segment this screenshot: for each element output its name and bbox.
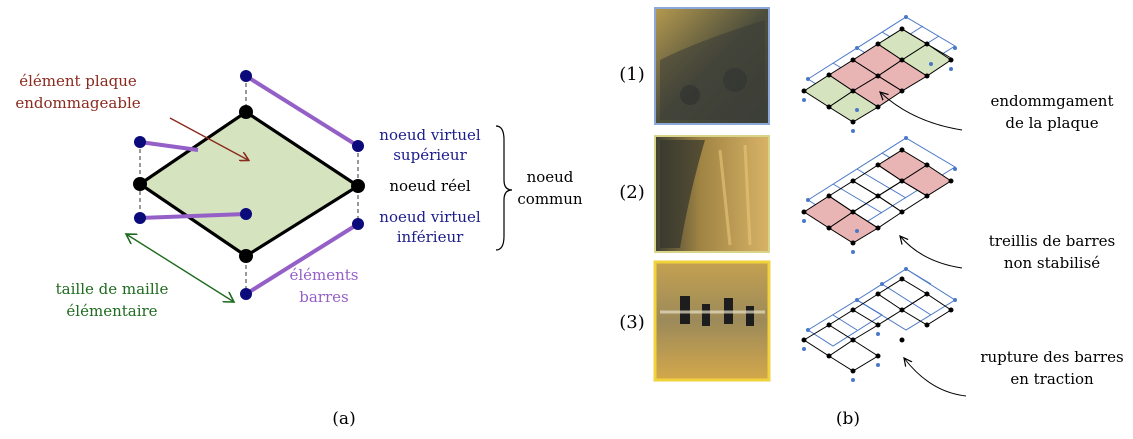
virtual-node — [352, 218, 364, 230]
panel-b-diagram: (1) (2) (3) — [619, 7, 1124, 429]
row-number: (3) — [619, 312, 645, 333]
virtual-bottom-label-line1: noeud virtuel — [379, 208, 481, 226]
specimen-photo-1 — [654, 7, 770, 125]
caption-b: (b) — [836, 409, 860, 429]
damageable-plate-element — [137, 110, 361, 258]
real-node — [351, 179, 365, 193]
mesh-size-label-line2: élémentaire — [66, 302, 157, 320]
mesh-size-arrow — [126, 234, 234, 302]
caption-a: (a) — [332, 409, 355, 429]
grid-row-2 — [801, 136, 957, 254]
virtual-node — [240, 288, 252, 300]
virtual-node — [134, 136, 146, 148]
plate-label-line1: élément plaque — [19, 72, 137, 90]
virtual-node — [240, 208, 252, 220]
real-node — [239, 105, 253, 119]
bar-elements-label-line1: éléments — [289, 266, 358, 284]
real-node — [133, 177, 147, 191]
virtual-node — [134, 212, 146, 224]
bar-elements-label-line2: barres — [299, 288, 348, 306]
grid-row-3 — [801, 267, 957, 382]
virtual-node — [352, 140, 364, 152]
annotation-row-3-line2: en traction — [1010, 370, 1094, 388]
grid-row-1 — [801, 15, 957, 133]
row-number: (2) — [619, 182, 645, 203]
bar-element — [244, 74, 360, 148]
specimen-photo-3 — [653, 260, 771, 382]
common-node-label-line2: commun — [517, 190, 583, 208]
mesh-size-label-line1: taille de maille — [56, 280, 169, 298]
annotation-row-1-line2: de la plaque — [1005, 114, 1098, 132]
bar-element — [244, 222, 360, 296]
real-node — [239, 249, 253, 263]
virtual-bottom-label-line2: inférieur — [397, 228, 464, 246]
bar-element — [139, 212, 247, 220]
virtual-node — [240, 70, 252, 82]
annotation-arrow-3 — [904, 358, 967, 397]
annotation-arrow-2 — [900, 236, 963, 269]
annotation-row-2-line2: non stabilisé — [1004, 254, 1100, 272]
plate-label-line2: endommageable — [15, 94, 140, 112]
annotation-row-2-line1: treillis de barres — [989, 232, 1115, 250]
specimen-photo-2 — [654, 135, 770, 253]
common-node-label-line1: noeud — [527, 168, 574, 186]
panel-a-diagram: élément plaque endommageable noeud virtu… — [15, 70, 583, 429]
virtual-top-label-line2: supérieur — [393, 146, 467, 164]
annotation-row-1-line1: endommgament — [991, 92, 1114, 110]
annotation-arrow-1 — [880, 92, 963, 131]
real-node-label: noeud réel — [389, 177, 471, 195]
common-node-brace — [495, 125, 513, 251]
plate-pointer-arrow — [169, 117, 248, 160]
row-number: (1) — [619, 64, 645, 85]
annotation-row-3-line1: rupture des barres — [980, 348, 1123, 366]
bar-element — [139, 140, 199, 152]
virtual-top-label-line1: noeud virtuel — [379, 126, 481, 144]
